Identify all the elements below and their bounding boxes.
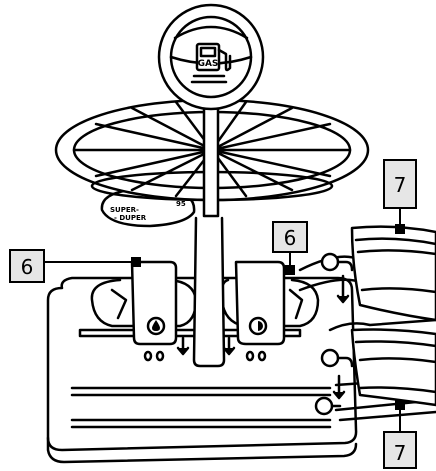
- hook-clip-middle: [320, 348, 354, 368]
- arrow-right-2: [332, 374, 346, 400]
- side-disc-line2: - DUPER: [114, 214, 147, 222]
- central-post: [192, 216, 226, 368]
- right-control-box: [234, 260, 286, 346]
- water-drop-icon: [152, 320, 160, 331]
- arrow-right-1: [336, 274, 350, 304]
- callout-marker-6-right: [285, 265, 295, 275]
- callout-marker-7-bottom: [395, 400, 405, 410]
- callout-box-7-top: 7: [383, 159, 417, 209]
- callout-label-6-left: 6: [21, 255, 34, 279]
- arrow-left-2: [222, 336, 236, 356]
- side-disc-number: 95: [176, 200, 186, 208]
- studs-right: [245, 350, 267, 362]
- callout-box-7-bottom: 7: [383, 431, 417, 469]
- gas-gauge: [157, 3, 265, 111]
- curved-blade-upper: [350, 225, 436, 322]
- side-disc-line1: SUPER-: [110, 206, 139, 214]
- curved-blade-lower: [350, 328, 436, 407]
- callout-label-7-bottom: 7: [394, 441, 407, 465]
- callout-label-6-right: 6: [284, 226, 297, 250]
- arrow-left-1: [176, 336, 190, 356]
- callout-label-7-top: 7: [394, 173, 407, 197]
- callout-marker-6-left: [131, 257, 141, 267]
- half-moon-icon: [258, 321, 263, 331]
- gauge-label: GAS: [198, 59, 219, 69]
- left-control-box: [130, 260, 178, 346]
- callout-marker-7-top: [395, 224, 405, 234]
- studs-left: [143, 350, 165, 362]
- hook-clip-bottom: [314, 396, 342, 416]
- callout-box-6-right: 6: [272, 221, 308, 253]
- callout-box-6-left: 6: [9, 249, 45, 283]
- hook-clip-top: [320, 252, 354, 272]
- gauge-stem: [202, 94, 220, 218]
